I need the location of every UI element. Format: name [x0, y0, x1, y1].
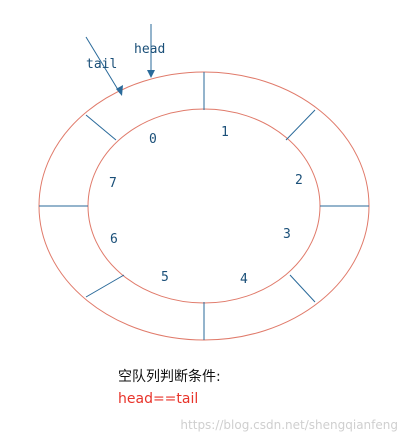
slot-label: 6	[110, 232, 118, 247]
slot-label: 2	[295, 173, 303, 188]
slot-label: 0	[149, 132, 157, 147]
divider-bottom-right	[289, 274, 316, 303]
divider-top-left	[85, 114, 117, 141]
divider-top-right	[285, 109, 316, 141]
inner-ring	[87, 108, 321, 304]
head-label: head	[134, 42, 165, 57]
slot-label: 4	[240, 272, 248, 287]
tail-arrow-line	[85, 36, 121, 94]
empty-queue-condition: head==tail	[118, 391, 199, 407]
slot-label: 5	[161, 270, 169, 285]
divider-bottom-left	[85, 274, 125, 298]
empty-queue-caption: 空队列判断条件:	[118, 369, 221, 385]
slot-dividers	[39, 72, 369, 340]
slot-label: 7	[109, 176, 117, 191]
slot-label: 3	[283, 227, 291, 242]
tail-label: tail	[86, 57, 117, 72]
slot-label: 1	[221, 125, 229, 140]
head-pointer: head	[134, 24, 165, 78]
tail-pointer: tail	[85, 36, 123, 96]
head-arrow-icon	[147, 70, 155, 78]
watermark: https://blog.csdn.net/shengqianfeng	[180, 418, 398, 432]
tail-arrow-icon	[116, 85, 123, 96]
slot-labels: 0 1 2 3 4 5 6 7	[109, 125, 303, 287]
